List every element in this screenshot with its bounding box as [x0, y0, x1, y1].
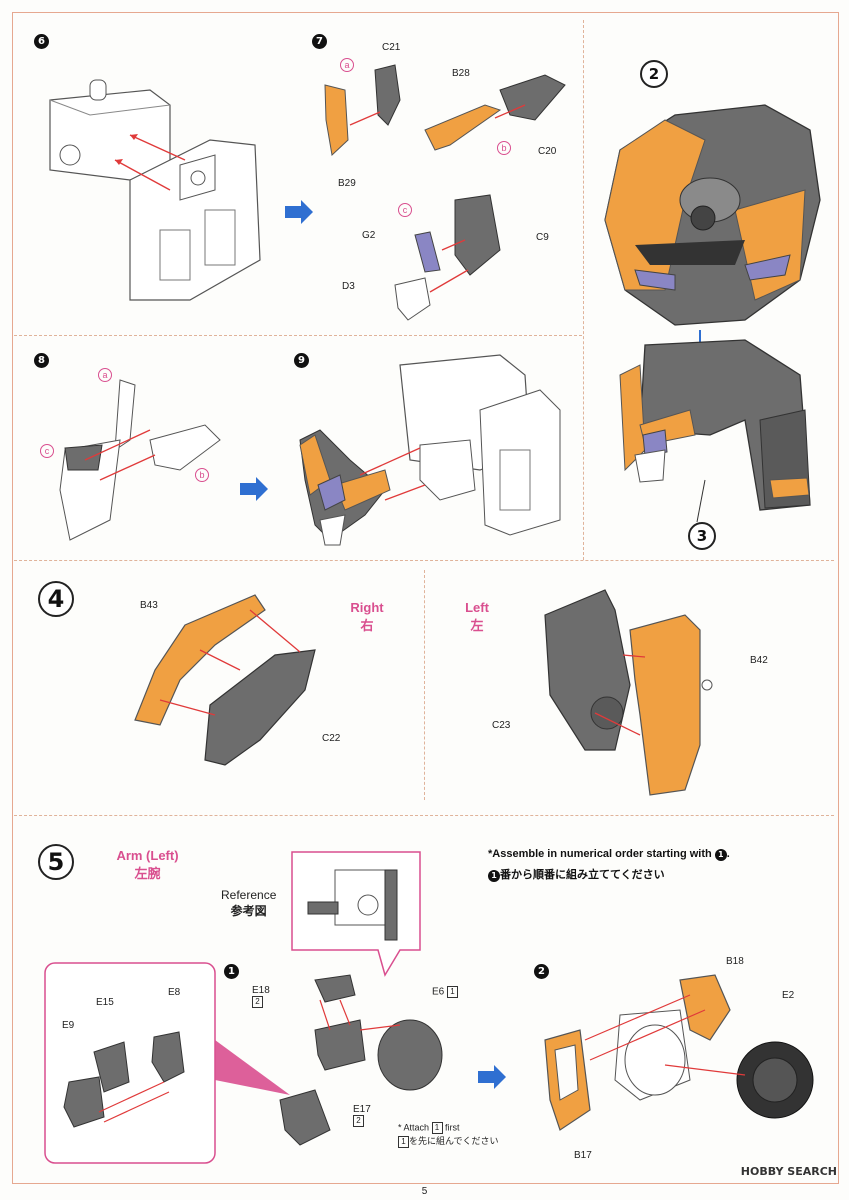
zoom-beam [215, 1040, 290, 1095]
e6-label: E6 [432, 986, 445, 998]
e18-label: E18 [252, 985, 270, 996]
section-4-left-parts [544, 589, 713, 796]
e17-quantity: 2 [353, 1115, 364, 1127]
section-4-number: 4 [38, 581, 74, 617]
marker-c: c [398, 203, 412, 217]
step-6-number: 6 [34, 34, 49, 49]
marker-b: b [497, 141, 511, 155]
part-label-e2: E2 [782, 990, 795, 1001]
e18-quantity: 2 [252, 996, 263, 1008]
step-1-badge: 1 [714, 849, 727, 861]
reference-label: Reference 参考図 [221, 888, 276, 919]
page-number: 5 [421, 1186, 428, 1197]
part-label-b28: B28 [452, 68, 470, 79]
part-label-e15: E15 [96, 997, 114, 1008]
part-label-c20: C20 [538, 146, 557, 157]
step-6-illustration [49, 79, 261, 301]
arm-heading: Arm (Left) 左腕 [100, 848, 195, 882]
right-label-jp: 右 [360, 618, 374, 633]
divider [424, 570, 425, 800]
divider [14, 335, 582, 336]
section-4-right-parts [134, 594, 316, 766]
attach-note-en: * Attach [398, 1122, 432, 1133]
part-label-e9: E9 [62, 1020, 75, 1031]
step-1-badge: 1 [488, 870, 500, 882]
assembly-order-note: *Assemble in numerical order starting wi… [488, 848, 730, 861]
divider [14, 560, 834, 561]
part-label-b42: B42 [750, 655, 768, 666]
divider [14, 815, 834, 816]
next-arrow-icon [240, 477, 268, 501]
part-label-b29: B29 [338, 178, 356, 189]
page-frame [12, 12, 839, 1184]
part-label-e17: E17 2 [353, 1104, 371, 1127]
part-label-e6: E6 1 [432, 986, 459, 998]
right-side-heading: Right 右 [342, 600, 392, 634]
attach-note-en-end: first [442, 1122, 460, 1133]
substep-2-parts [544, 974, 814, 1131]
part-label-c23: C23 [492, 720, 511, 731]
head-assembly-illustration [604, 104, 821, 523]
part-label-b43: B43 [140, 600, 158, 611]
step-7-number: 7 [312, 34, 327, 49]
left-label-en: Left [465, 600, 489, 615]
step-8-number: 8 [34, 353, 49, 368]
part-label-e8: E8 [168, 987, 181, 998]
assembly-note-en: *Assemble in numerical order starting wi… [488, 848, 715, 860]
part-label-b17: B17 [574, 1150, 592, 1161]
substep-2-number: 2 [534, 964, 549, 979]
attach-note-box: 1 [431, 1122, 443, 1134]
detail-callout-box [44, 962, 216, 1164]
next-arrow-icon [285, 200, 313, 224]
attach-note-jp-box: 1 [398, 1135, 409, 1148]
part-label-b18: B18 [726, 956, 744, 967]
watermark-logo: HOBBY SEARCH [740, 1165, 837, 1178]
assembly-note-jp: 番から順番に組み立ててください [500, 869, 665, 881]
left-label-jp: 左 [470, 618, 484, 633]
step-8-parts [59, 379, 221, 541]
arm-label-jp: 左腕 [134, 866, 161, 881]
part-label-g2: G2 [362, 230, 376, 241]
e6-order: 1 [447, 986, 459, 998]
attach-note-jp: を先に組んでください [409, 1136, 499, 1146]
step-9-illustration [299, 354, 561, 546]
part-label-c22: C22 [322, 733, 341, 744]
section-5-number: 5 [38, 844, 74, 880]
part-label-d3: D3 [342, 281, 355, 292]
reference-label-jp: 参考図 [230, 904, 267, 918]
step-7-parts [324, 64, 566, 321]
next-arrow-icon [478, 1065, 506, 1089]
marker-c: c [40, 444, 54, 458]
marker-b: b [195, 468, 209, 482]
callout-3: 3 [688, 522, 716, 550]
callout-2: 2 [640, 60, 668, 88]
part-label-c21: C21 [382, 42, 401, 53]
part-label-c9: C9 [536, 232, 549, 243]
e17-label: E17 [353, 1104, 371, 1115]
marker-a: a [340, 58, 354, 72]
step-9-number: 9 [294, 353, 309, 368]
marker-a: a [98, 368, 112, 382]
right-label-en: Right [350, 600, 384, 615]
part-label-e18: E18 2 [252, 985, 270, 1008]
reference-label-en: Reference [221, 888, 277, 902]
divider [583, 20, 584, 560]
substep-1-number: 1 [224, 964, 239, 979]
reference-box [291, 851, 421, 977]
arm-label-en: Arm (Left) [116, 848, 179, 863]
assembly-note-en-end: . [726, 848, 730, 860]
substep-1-parts [279, 974, 443, 1146]
left-side-heading: Left 左 [452, 600, 502, 634]
